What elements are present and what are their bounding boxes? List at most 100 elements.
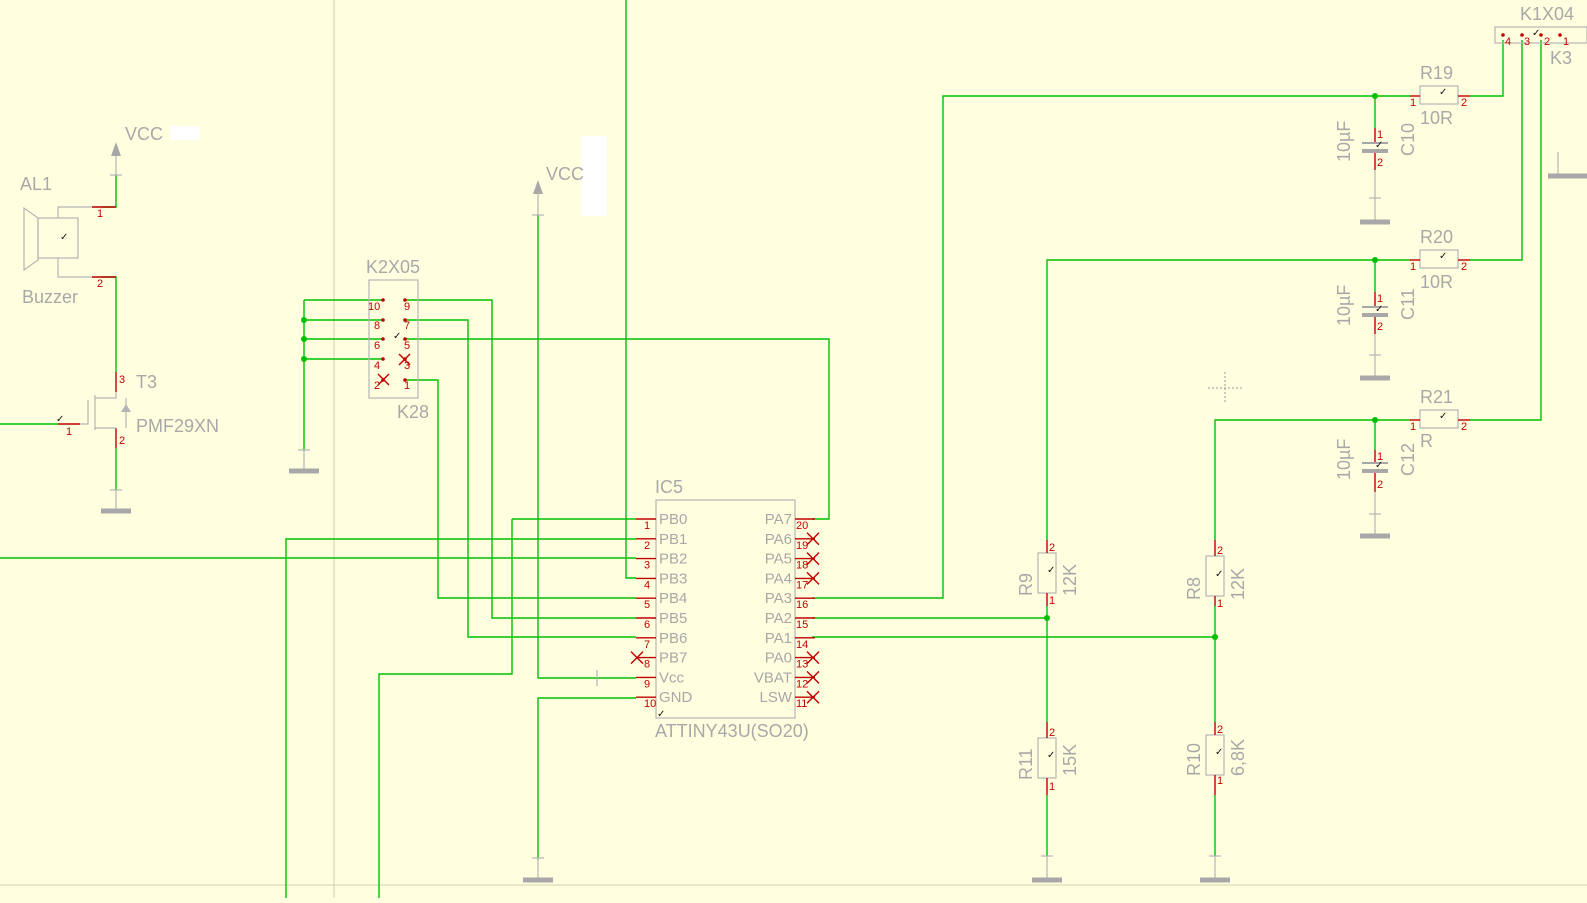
buzzer-al1[interactable]: AL1 Buzzer 1 2 ✓ <box>20 174 116 307</box>
ground-icon[interactable] <box>101 489 131 514</box>
buzzer-body <box>37 217 79 259</box>
check-mark-icon: ✓ <box>657 709 665 720</box>
part-name: R8 <box>1184 577 1204 600</box>
ground-icon[interactable] <box>289 449 319 474</box>
resistor-r10[interactable]: R10 6,8K 2 1 ✓ <box>1184 722 1248 795</box>
check-mark-icon: ✓ <box>1047 565 1055 576</box>
white-patch <box>581 136 607 216</box>
part-value: 10R <box>1420 272 1453 292</box>
ic-pin-label: PA3 <box>765 590 792 607</box>
ground-icon[interactable] <box>1360 513 1390 539</box>
ic-pin-label: LSW <box>759 689 792 706</box>
ground-icon[interactable] <box>1360 197 1390 225</box>
check-mark-icon: ✓ <box>1439 251 1447 262</box>
junction-dot <box>301 336 307 342</box>
part-name: R11 <box>1016 748 1036 780</box>
resistor-body <box>1419 249 1459 269</box>
check-mark-icon: ✓ <box>1215 747 1223 758</box>
part-name: K2X05 <box>366 257 420 277</box>
wire <box>378 519 513 898</box>
capacitor-c11[interactable]: 10µF C11 1 2 ✓ <box>1334 285 1418 355</box>
capacitor-c12[interactable]: 10µF C12 1 2 ✓ <box>1334 439 1418 514</box>
ic-pin-number: 19 <box>796 540 808 552</box>
ground-icon[interactable] <box>1360 354 1390 381</box>
pin-number: 1 <box>1410 421 1416 433</box>
part-name: T3 <box>136 372 157 392</box>
pin-number: 7 <box>404 320 410 332</box>
white-patch <box>170 126 200 140</box>
transistor-t3[interactable]: T3 PMF29XN 3 2 1 ✓ <box>56 372 219 448</box>
pin-number: 4 <box>1505 36 1511 48</box>
connector-k1[interactable]: K1X04 K3 4 3 2 1 ✓ <box>1494 4 1587 68</box>
part-name: K1X04 <box>1520 4 1574 24</box>
ic-pin-label: PB2 <box>659 551 687 568</box>
ic-pin-label: PA2 <box>765 610 792 627</box>
ic-pin-number: 2 <box>644 540 650 552</box>
resistor-r20[interactable]: R20 10R 1 2 ✓ <box>1410 227 1470 292</box>
ic-pin-number: 4 <box>644 579 650 591</box>
wires <box>0 0 1542 898</box>
connector-body <box>1494 26 1587 44</box>
pin-number: 2 <box>1377 321 1383 333</box>
no-connect-icon <box>806 532 820 546</box>
resistor-r11[interactable]: R11 15K 2 1 ✓ <box>1016 722 1080 795</box>
ground-icon[interactable] <box>523 857 553 883</box>
pin-number: 1 <box>404 380 410 392</box>
ic-pin-label: PB6 <box>659 630 687 647</box>
pin-number: 2 <box>374 380 380 392</box>
part-value: 10µF <box>1334 285 1354 326</box>
part-name: C12 <box>1398 443 1418 476</box>
resistor-r9[interactable]: R9 12K 2 1 ✓ <box>1016 540 1080 607</box>
pin-number: 1 <box>97 208 103 220</box>
no-connect-icon <box>630 651 644 665</box>
vcc-symbol-1[interactable]: VCC <box>110 124 163 176</box>
vcc-label: VCC <box>125 124 163 144</box>
part-value: R <box>1420 431 1433 451</box>
part-value: Buzzer <box>22 287 78 307</box>
ground-icon[interactable] <box>1200 855 1230 883</box>
pin-number: 1 <box>1049 595 1055 607</box>
ground-icon[interactable] <box>1032 855 1062 883</box>
buzzer-lead <box>57 206 102 218</box>
no-connect-icon <box>377 373 390 386</box>
capacitor-c10[interactable]: 10µF C10 1 2 ✓ <box>1334 121 1418 198</box>
pin-number: 5 <box>404 340 410 352</box>
wire <box>625 0 636 579</box>
part-name: C11 <box>1398 288 1418 320</box>
wire <box>285 538 636 898</box>
ic-pin-number: 7 <box>644 639 650 651</box>
part-value: K28 <box>397 402 429 422</box>
ic-pin-number: 3 <box>644 560 650 572</box>
resistor-r8[interactable]: R8 12K 2 1 ✓ <box>1184 540 1248 610</box>
pin-number: 2 <box>1461 97 1467 109</box>
pin-number: 1 <box>66 426 72 438</box>
part-value: 12K <box>1228 568 1248 600</box>
ic-pin-label: PA5 <box>765 551 792 568</box>
ic5-attiny43u[interactable]: IC5 ATTINY43U(SO20) PB01PB12PB23PB34PB45… <box>596 477 820 741</box>
resistor-r21[interactable]: R21 R 1 2 ✓ <box>1410 387 1470 451</box>
connector-pin <box>1501 33 1505 37</box>
junction-dot <box>1372 257 1378 263</box>
ic-pin-number: 5 <box>644 599 650 611</box>
resistor-r19[interactable]: R19 10R 1 2 ✓ <box>1410 63 1470 128</box>
check-mark-icon: ✓ <box>1532 28 1540 39</box>
ic-pin-number: 18 <box>796 560 808 572</box>
connector-k2[interactable]: K2X05 K28 10 9 8 7 6 5 4 3 2 1 ✓ <box>366 257 429 422</box>
gate-line <box>80 400 89 425</box>
ic-pin-label: PB5 <box>659 610 687 627</box>
pin-number: 1 <box>1217 598 1223 610</box>
ic-pin-label: Vcc <box>659 669 685 686</box>
pin-number: 2 <box>1461 421 1467 433</box>
ic-pin-number: 17 <box>796 579 808 591</box>
pin-number: 2 <box>1377 479 1383 491</box>
pin-number: 2 <box>1049 727 1055 739</box>
part-value: 10µF <box>1334 439 1354 480</box>
ground-icon[interactable] <box>1548 152 1587 179</box>
diode-arrow-icon <box>121 404 131 412</box>
pin-number: 1 <box>1049 781 1055 793</box>
part-value: 10µF <box>1334 121 1354 162</box>
part-value: 12K <box>1060 564 1080 596</box>
vcc-symbol-2[interactable]: VCC <box>532 164 584 216</box>
